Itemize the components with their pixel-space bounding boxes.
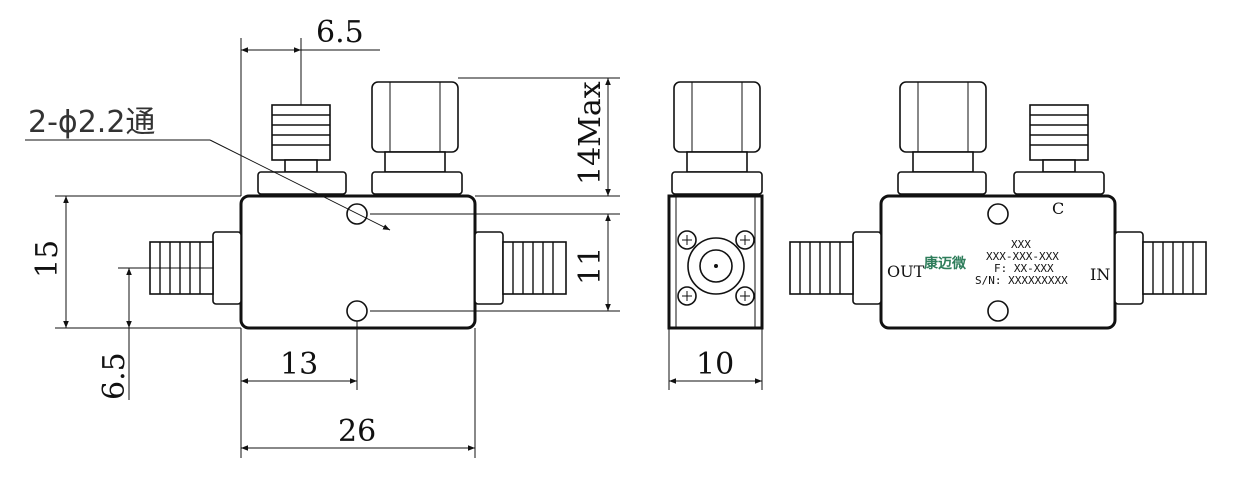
front-view: 6.5 2-ϕ2.2通 14Max 11 15 6.5 13 26 (25, 15, 620, 458)
dim-height-max: 14Max (573, 81, 608, 185)
label-line-3: F: XX-XXX (994, 262, 1054, 275)
sma-connector-left-top (271, 104, 331, 173)
dim-body-height: 15 (30, 240, 65, 278)
brand-logo-text: 康迈微 (924, 255, 967, 272)
dim-body-inner-height: 11 (573, 247, 608, 285)
corner-mark: C (1052, 199, 1064, 218)
dim-body-length: 26 (338, 414, 376, 449)
dim-body-width: 10 (696, 347, 734, 382)
mount-hole-bottom (346, 300, 368, 322)
port-flange (677, 230, 755, 306)
sma-connector-label-right-side (1114, 231, 1207, 305)
sma-connector-label-right-top (1029, 104, 1089, 173)
label-line-4: S/N: XXXXXXXXX (975, 274, 1068, 287)
port-in-label: IN (1090, 265, 1110, 284)
label-line-1: XXX (1011, 238, 1031, 251)
label-view: C XXX XXX-XXX-XXX 康迈微 F: XX-XXX S/N: XXX… (789, 81, 1207, 330)
label-line-2: XXX-XXX-XXX (986, 250, 1059, 263)
dim-hole-spacing: 13 (280, 347, 318, 382)
note-hole-spec: 2-ϕ2.2通 (28, 105, 155, 140)
sma-connector-side-top (673, 81, 761, 173)
side-view: 10 (667, 81, 764, 390)
dim-hole-offset-side: 6.5 (97, 352, 132, 400)
sma-connector-right-side (474, 231, 567, 305)
dim-hole-offset-top: 6.5 (316, 15, 364, 50)
sma-connector-label-left-side (789, 231, 882, 305)
sma-connector-right-top (371, 81, 459, 173)
port-out-label: OUT (887, 262, 925, 281)
sma-connector-label-left-top (899, 81, 987, 173)
